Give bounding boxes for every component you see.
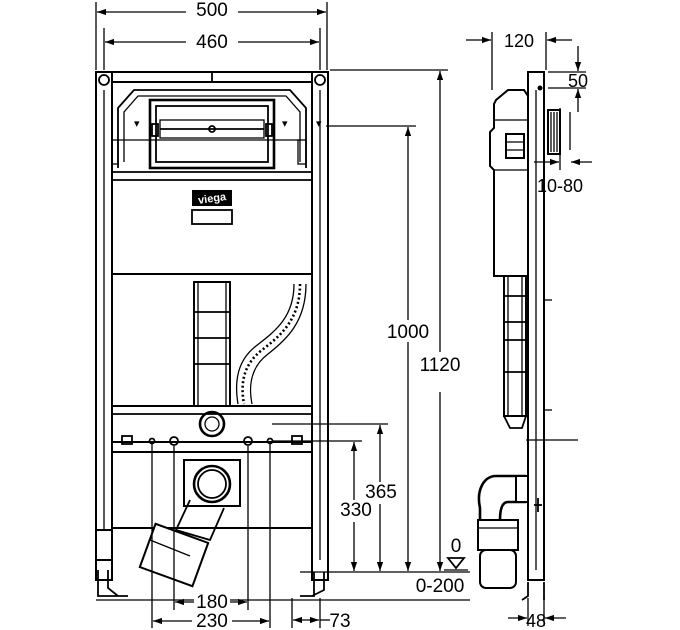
side-drain-bend [477, 474, 542, 589]
logo-text: viega [197, 191, 227, 207]
dimension-spacing-180: 180 [173, 446, 249, 613]
dim-73-label: 73 [329, 611, 350, 630]
dim-120-label: 120 [504, 31, 534, 51]
side-flush-pipe [503, 275, 578, 441]
dimension-height-1000: 1000 [326, 125, 432, 571]
dim-1120-label: 1120 [420, 355, 461, 376]
dimension-depth-120: 120 [466, 31, 572, 90]
dimension-width-500: 500 [95, 0, 328, 70]
drain-bend [138, 459, 241, 588]
dim-500-label: 500 [196, 0, 228, 21]
dimension-wall-range: 10-80 [534, 158, 592, 196]
dim-330-label: 330 [340, 500, 372, 521]
dimension-foot-48: 48 [508, 598, 566, 630]
dimension-offset-50: 50 [548, 46, 588, 112]
side-frame [521, 71, 545, 601]
dimension-foot-73: 73 [291, 598, 351, 630]
dim-10-80-label: 10-80 [537, 176, 583, 196]
dimension-height-330: 330 [272, 440, 372, 571]
dimension-spacing-230: 230 [151, 444, 271, 630]
cistern-side [489, 89, 529, 277]
viega-logo: viega [191, 190, 233, 225]
svg-text:▾: ▾ [316, 118, 322, 130]
cistern-housing [111, 81, 313, 275]
dim-50-label: 50 [568, 71, 588, 91]
frame-left-post [95, 71, 128, 597]
dim-0-200-label: 0-200 [416, 576, 465, 597]
flush-plate-opening [148, 98, 276, 170]
flush-pipe [193, 281, 231, 411]
dim-1000-label: 1000 [387, 322, 429, 343]
mounting-marks: ▾ ▾ ▾ [111, 118, 322, 165]
dimension-floor-range: 0 0-200 [404, 536, 468, 597]
dimension-height-365: 365 [272, 423, 397, 571]
dim-180-label: 180 [196, 592, 228, 613]
dimension-width-460: 460 [103, 28, 321, 70]
dim-365-label: 365 [365, 482, 397, 503]
svg-text:▾: ▾ [134, 118, 140, 130]
dim-48-label: 48 [526, 611, 546, 630]
dim-zero-label: 0 [451, 536, 462, 557]
side-view: 120 50 [466, 31, 592, 630]
dimension-height-1120: 1120 [330, 69, 461, 571]
frame-right-post [300, 71, 329, 597]
dim-230-label: 230 [196, 611, 228, 630]
front-view: 500 460 [95, 0, 470, 630]
svg-text:▾: ▾ [282, 118, 288, 130]
wall-bracket [547, 108, 571, 170]
dim-460-label: 460 [196, 32, 228, 53]
